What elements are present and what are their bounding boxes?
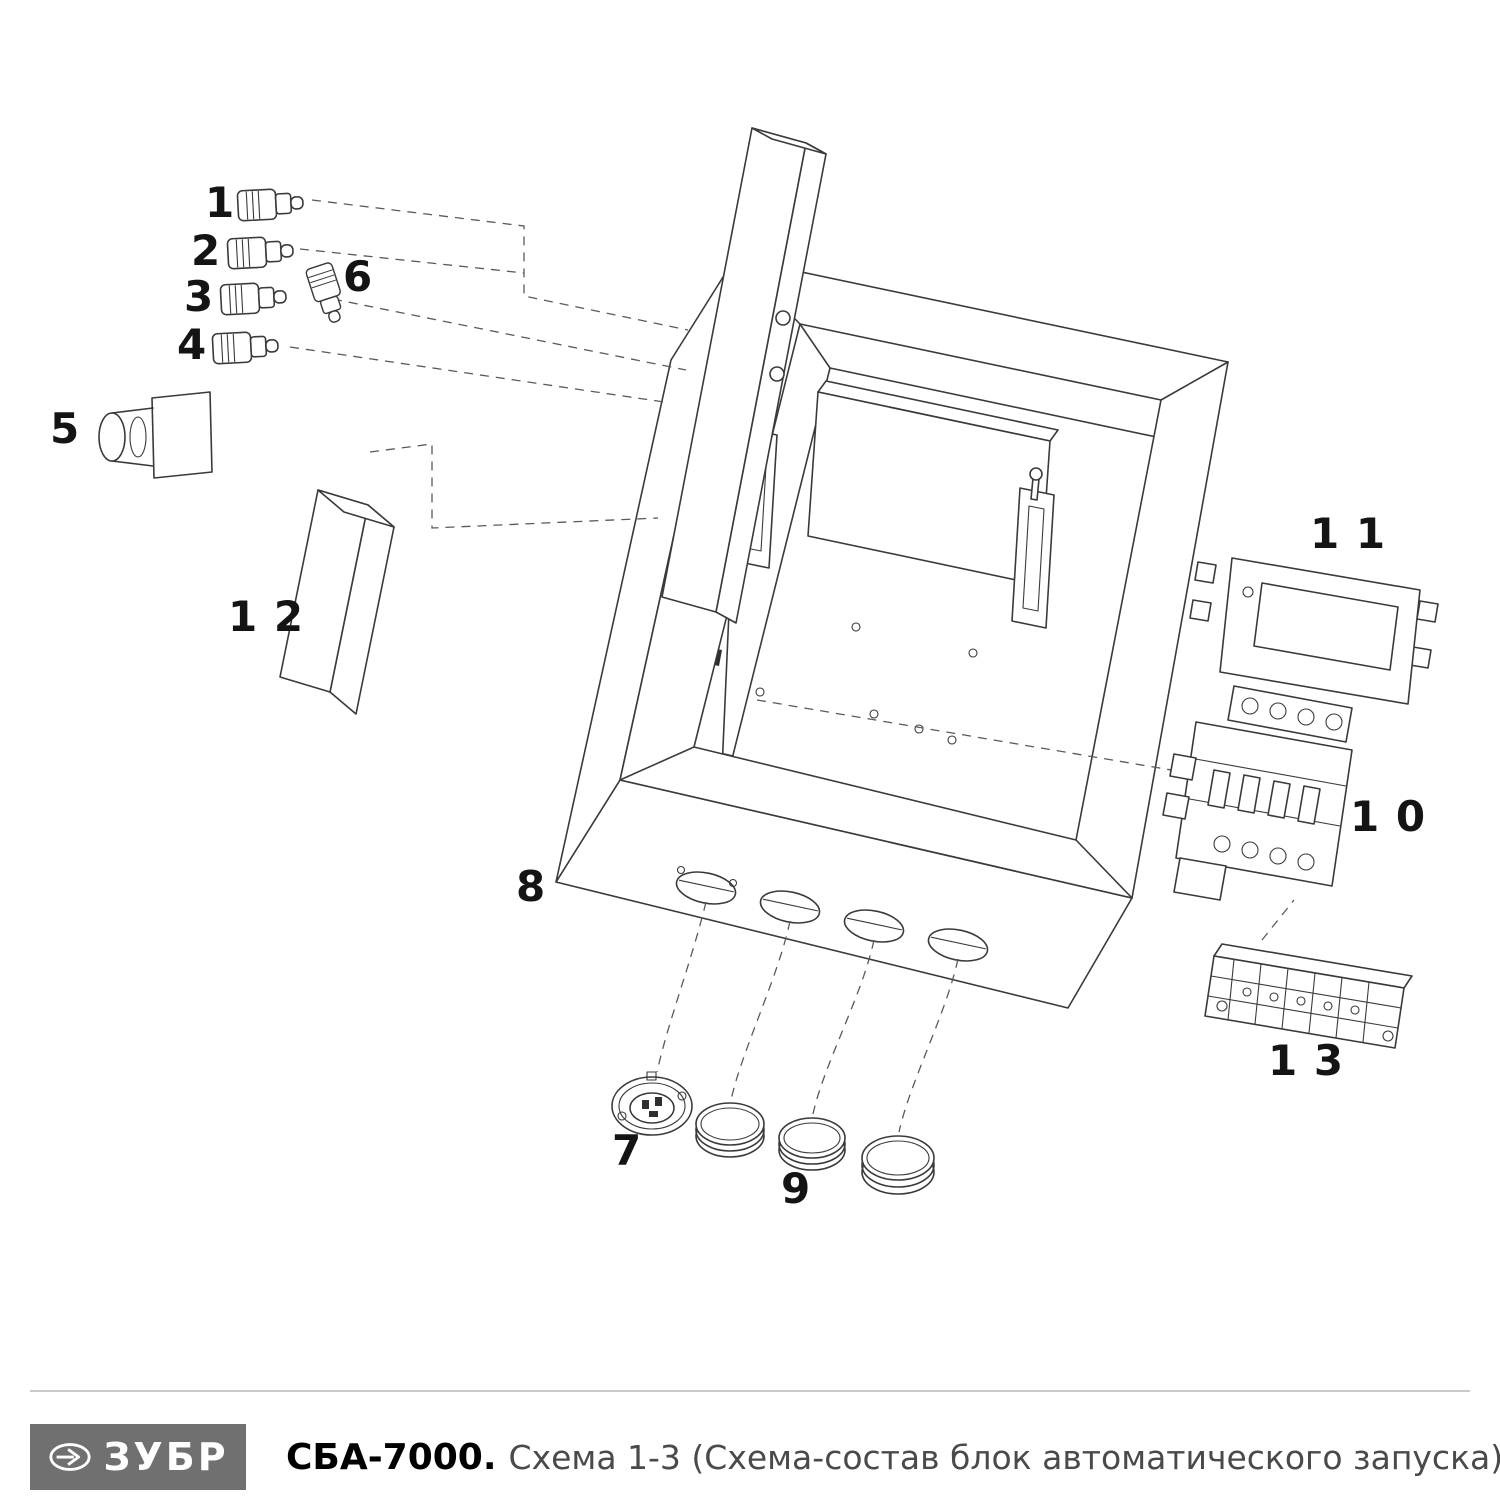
leader-lines: [289, 199, 1295, 1133]
cap-2: [778, 1117, 846, 1171]
part-label-8: 8: [516, 862, 546, 911]
enclosure-body: [555, 127, 1229, 1009]
zubr-logo-text: ЗУБР: [103, 1435, 229, 1479]
footer-model: СБА-7000.: [286, 1436, 497, 1478]
part-labels: 1 2 3 4 6 5 1 2 8 7 9 1 1 1 0 1 3: [50, 178, 1426, 1213]
part-1-plug: [236, 186, 305, 222]
part-label-13: 1 3: [1268, 1036, 1344, 1085]
footer-divider: [30, 1390, 1470, 1392]
right-bracket-rail: [1011, 467, 1055, 629]
part-label-6: 6: [343, 252, 373, 301]
part-13-terminal-strip: [1204, 943, 1413, 1049]
part-2-plug: [226, 234, 295, 270]
part-10-contactor: [1162, 685, 1353, 901]
part-label-9: 9: [781, 1164, 811, 1213]
bottom-face-knockouts: [675, 865, 989, 962]
footer-title: СБА-7000. Схема 1-3 (Схема-состав блок а…: [286, 1424, 1500, 1490]
hinged-panel: [661, 127, 827, 624]
cap-1: [695, 1102, 765, 1158]
part-label-4: 4: [177, 320, 207, 369]
part-5-cable-gland: [98, 391, 213, 479]
part-label-2: 2: [191, 226, 221, 275]
part-label-11: 1 1: [1310, 509, 1386, 558]
part-label-7: 7: [612, 1126, 642, 1175]
part-label-10: 1 0: [1350, 792, 1426, 841]
part-label-1: 1: [205, 178, 235, 227]
zubr-logo-icon: [49, 1443, 92, 1471]
part-12-block: [279, 489, 395, 715]
cap-3: [861, 1135, 935, 1195]
part-4-plug: [211, 329, 280, 365]
part-label-12: 1 2: [228, 592, 304, 641]
mounting-holes: [755, 622, 978, 745]
part-9-caps: [695, 1102, 935, 1195]
part-11-relay-module: [1189, 557, 1439, 705]
part-label-3: 3: [184, 272, 214, 321]
part-label-5: 5: [50, 404, 80, 453]
zubr-logo: ЗУБР: [30, 1424, 246, 1490]
part-3-plug: [219, 280, 288, 316]
footer-caption: Схема 1-3 (Схема-состав блок автоматичес…: [508, 1437, 1500, 1477]
part-7-flange-socket: [611, 1071, 693, 1136]
